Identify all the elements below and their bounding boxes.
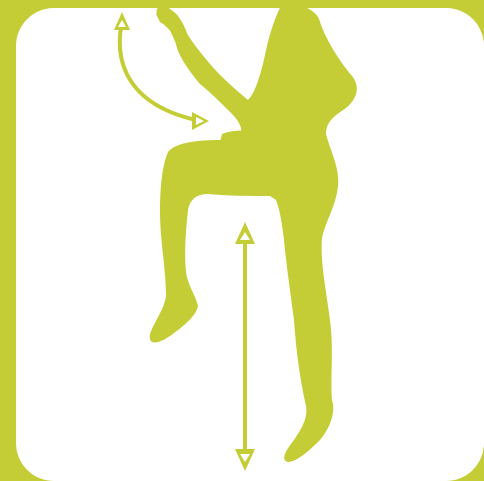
vertical-double-arrow-icon — [235, 222, 255, 471]
body-silhouette — [150, 0, 357, 462]
raised-hand — [156, 9, 190, 48]
